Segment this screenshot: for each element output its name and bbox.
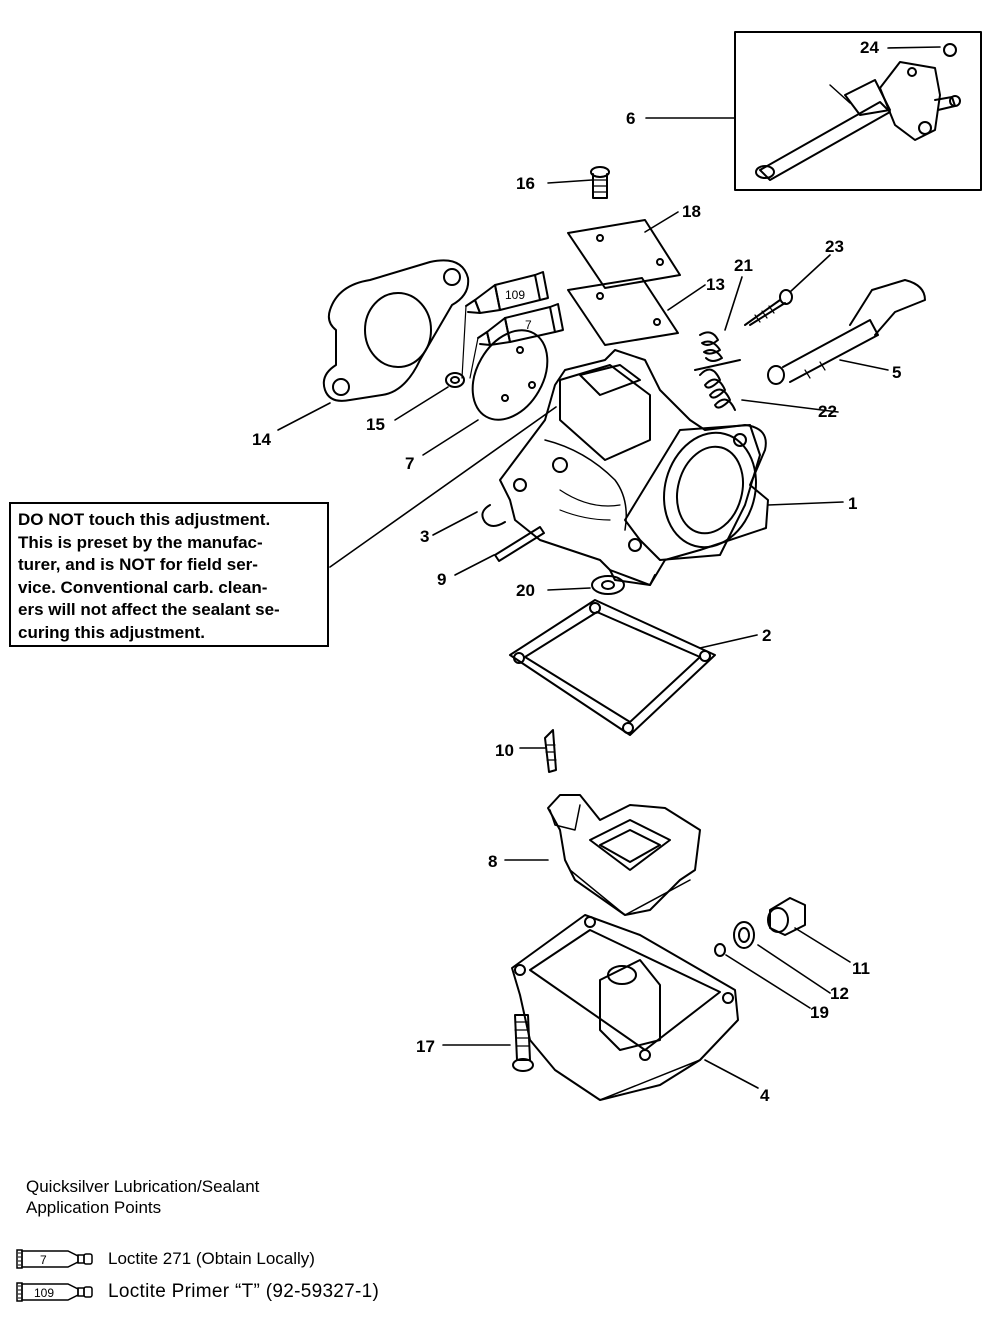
callout-21: 21 xyxy=(734,256,753,275)
callout-18: 18 xyxy=(682,202,701,221)
warning-line: This is preset by the manufac- xyxy=(18,532,263,552)
carburetor-body-part-1 xyxy=(499,349,769,586)
screw-part-16 xyxy=(590,166,610,199)
legend-text: Loctite Primer “T” (92-59327-1) xyxy=(108,1281,380,1302)
callout-1: 1 xyxy=(848,494,857,513)
callout-13: 13 xyxy=(706,275,725,294)
tube-icon: 7 xyxy=(16,1249,93,1269)
callout-5: 5 xyxy=(892,363,901,382)
clip-part-3 xyxy=(481,504,506,527)
screw-part-19 xyxy=(714,943,726,957)
callout-8: 8 xyxy=(488,852,497,871)
callout-22: 22 xyxy=(818,402,837,421)
inset-box xyxy=(734,31,982,191)
pin-part-9 xyxy=(494,526,545,562)
tube-label-7: 7 xyxy=(525,318,532,332)
callout-9: 9 xyxy=(437,570,446,589)
drain-plug-part-11 xyxy=(767,897,806,936)
legend-text: Loctite 271 (Obtain Locally) xyxy=(108,1249,315,1268)
callout-7: 7 xyxy=(405,454,414,473)
callout-3: 3 xyxy=(420,527,429,546)
warning-line: vice. Conventional carb. clean- xyxy=(18,577,268,597)
callout-16: 16 xyxy=(516,174,535,193)
spring-part-22 xyxy=(694,359,741,411)
callout-14: 14 xyxy=(252,430,271,449)
plug-part-15 xyxy=(445,372,465,388)
warning-note: DO NOT touch this adjustment. This is pr… xyxy=(9,502,329,647)
callout-12: 12 xyxy=(830,984,849,1003)
leader-lines xyxy=(277,46,941,1089)
washer-part-20 xyxy=(591,575,625,595)
callout-4: 4 xyxy=(760,1086,770,1105)
callout-6: 6 xyxy=(626,109,635,128)
mixture-needle-part-5 xyxy=(767,279,926,385)
callout-24: 24 xyxy=(860,38,879,57)
flange-gasket-part-14 xyxy=(322,259,470,402)
bolt-part-17 xyxy=(512,1014,534,1072)
callout-numbers: 24 6 16 18 23 21 13 5 14 15 22 7 1 3 9 2… xyxy=(252,38,901,1105)
callout-20: 20 xyxy=(516,581,535,600)
warning-line: curing this adjustment. xyxy=(18,622,206,642)
callout-2: 2 xyxy=(762,626,771,645)
callout-11: 11 xyxy=(852,959,870,978)
tube-icon-label: 109 xyxy=(34,1286,54,1300)
callout-10: 10 xyxy=(495,741,514,760)
tube-icon: 109 xyxy=(16,1282,93,1302)
legend-item-loctite-primer: 109 Loctite Primer “T” (92-59327-1) xyxy=(16,1281,379,1303)
throttle-lever-part-6 xyxy=(755,43,961,181)
gasket-plate-part-13 xyxy=(567,277,679,346)
legend-item-loctite-271: 7 Loctite 271 (Obtain Locally) xyxy=(16,1248,315,1270)
needle-valve-part-10 xyxy=(544,729,557,773)
warning-line: turer, and is NOT for field ser- xyxy=(18,555,258,575)
washer-part-12 xyxy=(733,921,755,949)
disc-part-7 xyxy=(471,329,549,421)
tube-icon-label: 7 xyxy=(40,1253,47,1267)
callout-23: 23 xyxy=(825,237,844,256)
callout-17: 17 xyxy=(416,1037,435,1056)
callout-15: 15 xyxy=(366,415,385,434)
legend-title-line: Application Points xyxy=(26,1198,162,1217)
sealant-tubes xyxy=(461,271,564,379)
needle-screw-part-23 xyxy=(744,289,793,326)
float-bowl-part-4 xyxy=(511,914,739,1101)
float-part-8 xyxy=(547,794,701,916)
callout-19: 19 xyxy=(810,1003,829,1022)
gasket-part-2 xyxy=(509,599,716,736)
spring-part-21 xyxy=(699,331,723,362)
plate-part-18 xyxy=(567,219,681,289)
legend-title-line: Quicksilver Lubrication/Sealant xyxy=(26,1177,260,1196)
tube-label-109: 109 xyxy=(505,288,525,302)
warning-line: ers will not affect the sealant se- xyxy=(18,600,280,620)
warning-line: DO NOT touch this adjustment. xyxy=(18,510,271,529)
legend-title: Quicksilver Lubrication/Sealant Applicat… xyxy=(26,1176,259,1218)
